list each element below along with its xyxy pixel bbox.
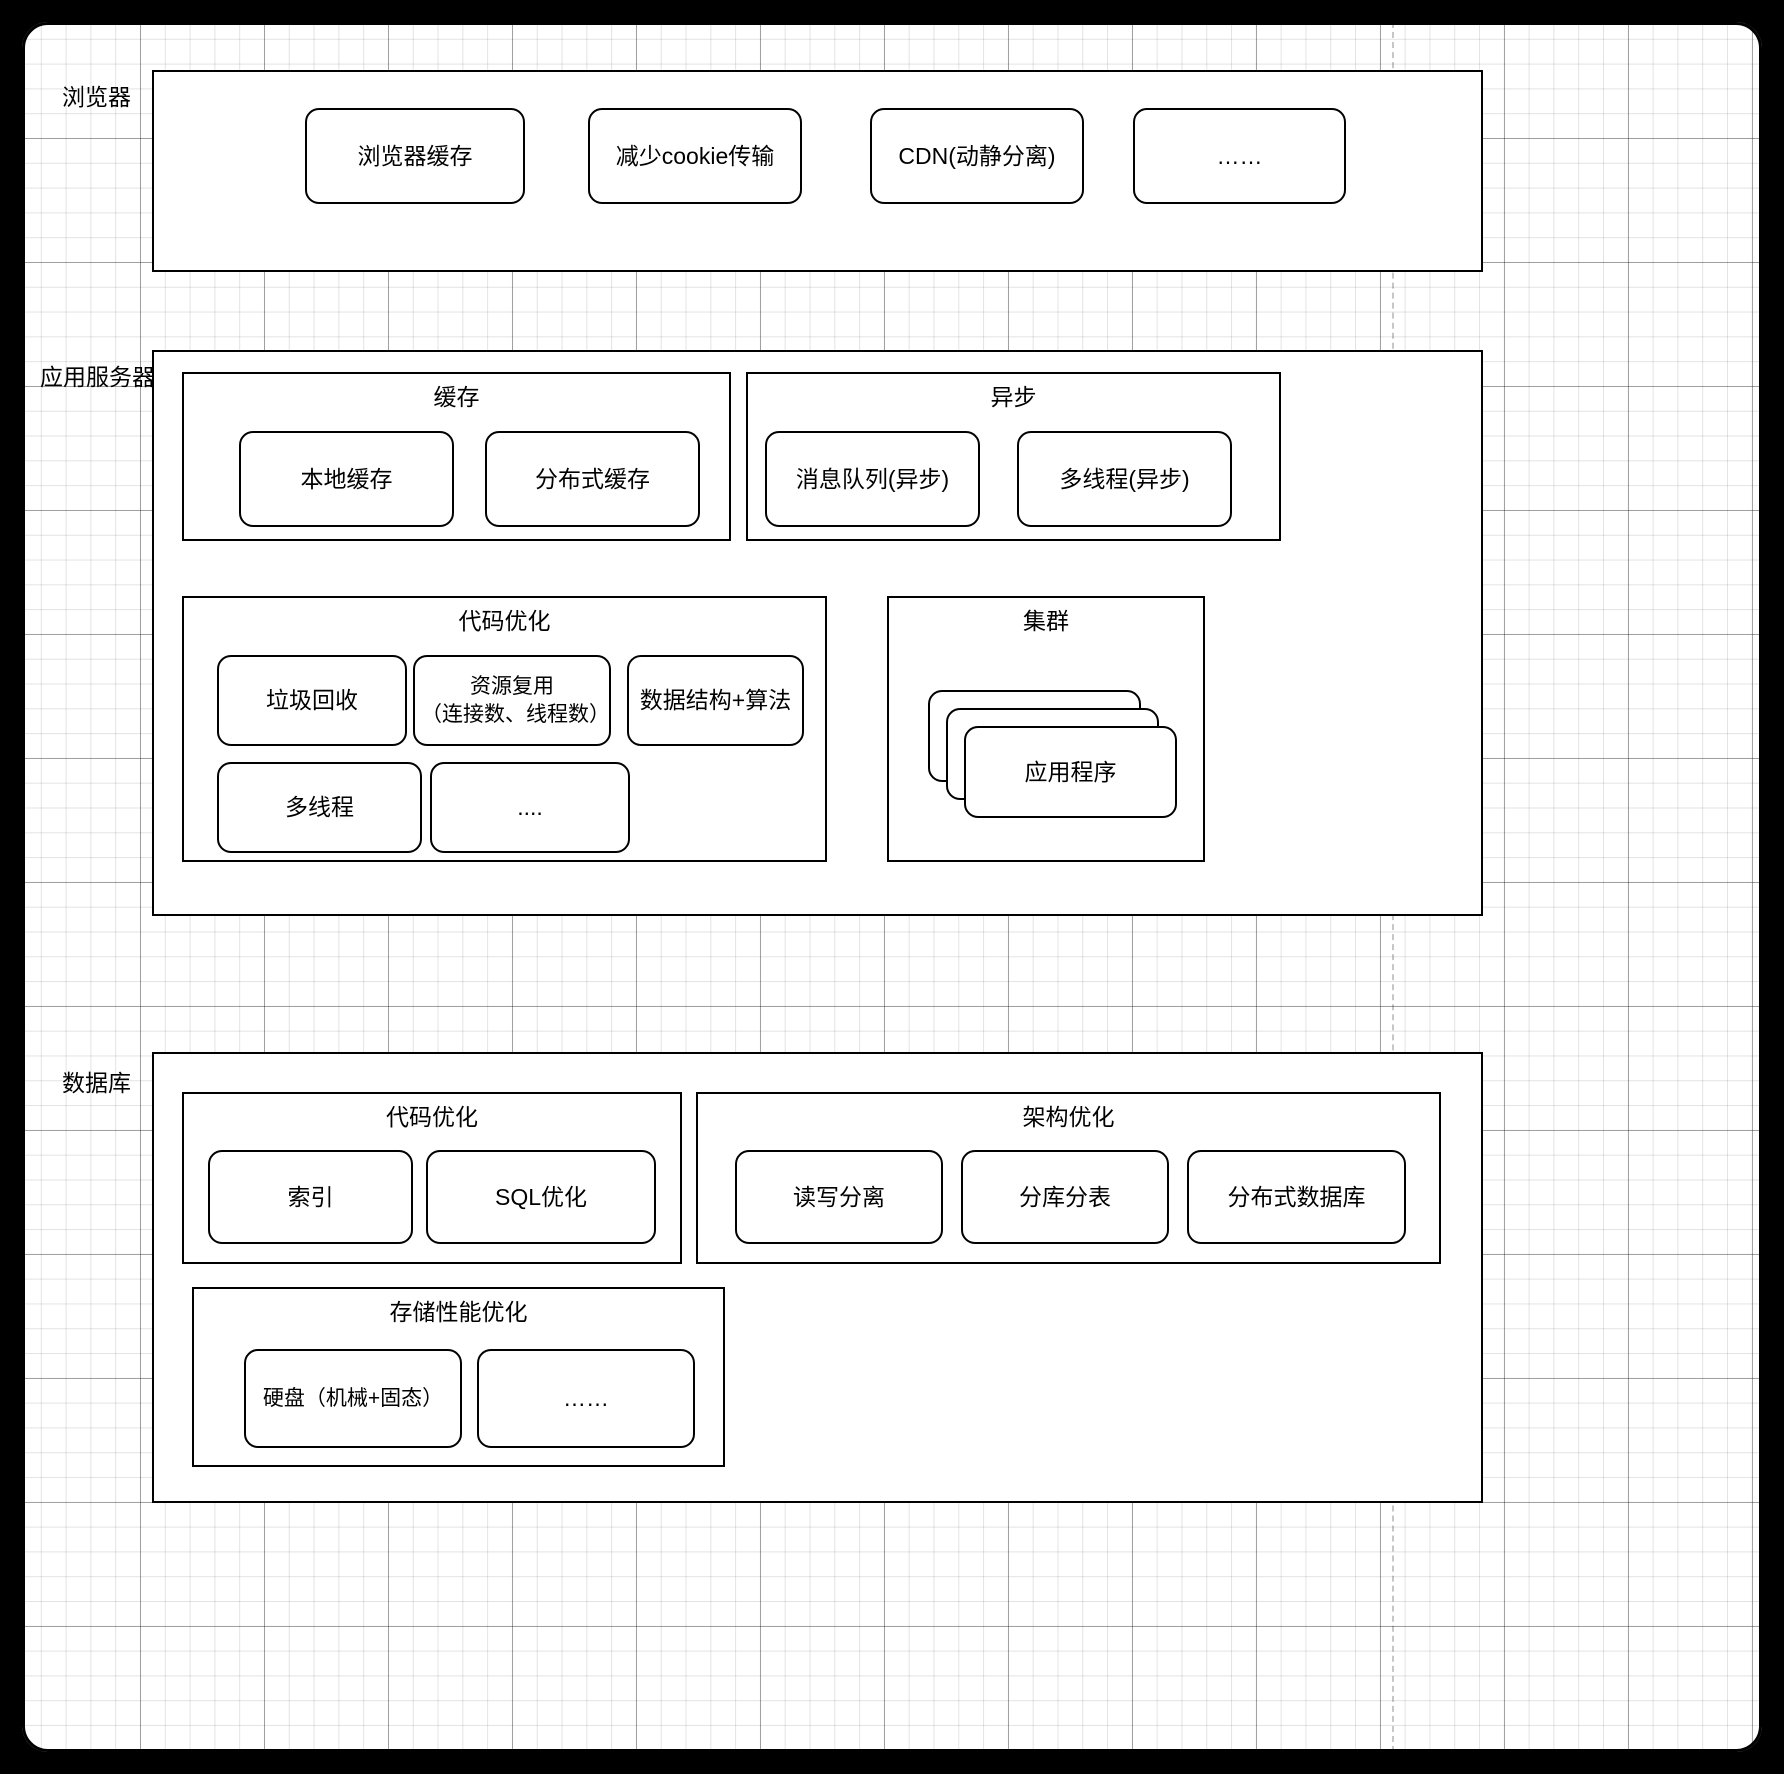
- group-cache: 缓存 本地缓存 分布式缓存: [182, 372, 731, 541]
- group-title-db-code-optimization: 代码优化: [386, 1104, 478, 1130]
- group-async: 异步 消息队列(异步) 多线程(异步): [746, 372, 1281, 541]
- group-db-code-optimization: 代码优化 索引 SQL优化: [182, 1092, 682, 1264]
- group-title-cache: 缓存: [433, 384, 480, 410]
- group-title-code-optimization: 代码优化: [458, 608, 551, 634]
- tier-browser: 浏览器缓存 减少cookie传输 CDN(动静分离) ……: [152, 70, 1483, 272]
- tier-label-database: 数据库: [62, 1070, 131, 1096]
- node-index[interactable]: 索引: [208, 1150, 413, 1244]
- node-data-structure-algorithm[interactable]: 数据结构+算法: [627, 655, 804, 746]
- node-application[interactable]: 应用程序: [964, 726, 1177, 818]
- group-code-optimization: 代码优化 垃圾回收 资源复用 （连接数、线程数） 数据结构+算法 多线程 ...…: [182, 596, 827, 862]
- node-sql-optimization[interactable]: SQL优化: [426, 1150, 656, 1244]
- group-title-db-storage-optimization: 存储性能优化: [389, 1299, 528, 1325]
- node-cdn-static-dynamic-split[interactable]: CDN(动静分离): [870, 108, 1084, 204]
- node-disk-hdd-ssd[interactable]: 硬盘（机械+固态）: [244, 1349, 462, 1448]
- node-distributed-cache[interactable]: 分布式缓存: [485, 431, 700, 527]
- tier-label-browser: 浏览器: [62, 84, 131, 110]
- group-db-storage-optimization: 存储性能优化 硬盘（机械+固态） ……: [192, 1287, 725, 1467]
- node-storage-ellipsis[interactable]: ……: [477, 1349, 695, 1448]
- group-title-async: 异步: [990, 384, 1037, 410]
- node-sharding[interactable]: 分库分表: [961, 1150, 1169, 1244]
- group-title-db-architecture-optimization: 架构优化: [1022, 1104, 1115, 1130]
- node-browser-cache[interactable]: 浏览器缓存: [305, 108, 525, 204]
- node-multithread-async[interactable]: 多线程(异步): [1017, 431, 1232, 527]
- node-garbage-collection[interactable]: 垃圾回收: [217, 655, 407, 746]
- group-db-architecture-optimization: 架构优化 读写分离 分库分表 分布式数据库: [696, 1092, 1441, 1264]
- node-read-write-split[interactable]: 读写分离: [735, 1150, 943, 1244]
- group-title-cluster: 集群: [1023, 608, 1069, 634]
- tier-label-app-server: 应用服务器: [40, 364, 155, 390]
- node-browser-ellipsis[interactable]: ……: [1133, 108, 1346, 204]
- tier-app-server: 缓存 本地缓存 分布式缓存 异步 消息队列(异步) 多线程(异步) 代码优化 垃…: [152, 350, 1483, 916]
- node-multithread[interactable]: 多线程: [217, 762, 422, 853]
- node-resource-reuse[interactable]: 资源复用 （连接数、线程数）: [413, 655, 611, 746]
- node-code-optimization-ellipsis[interactable]: ....: [430, 762, 630, 853]
- node-local-cache[interactable]: 本地缓存: [239, 431, 454, 527]
- group-cluster: 集群 应用程序: [887, 596, 1205, 862]
- node-reduce-cookie-transfer[interactable]: 减少cookie传输: [588, 108, 802, 204]
- node-message-queue-async[interactable]: 消息队列(异步): [765, 431, 980, 527]
- node-distributed-database[interactable]: 分布式数据库: [1187, 1150, 1406, 1244]
- tier-database: 代码优化 索引 SQL优化 架构优化 读写分离 分库分表 分布式数据库 存储性能…: [152, 1052, 1483, 1503]
